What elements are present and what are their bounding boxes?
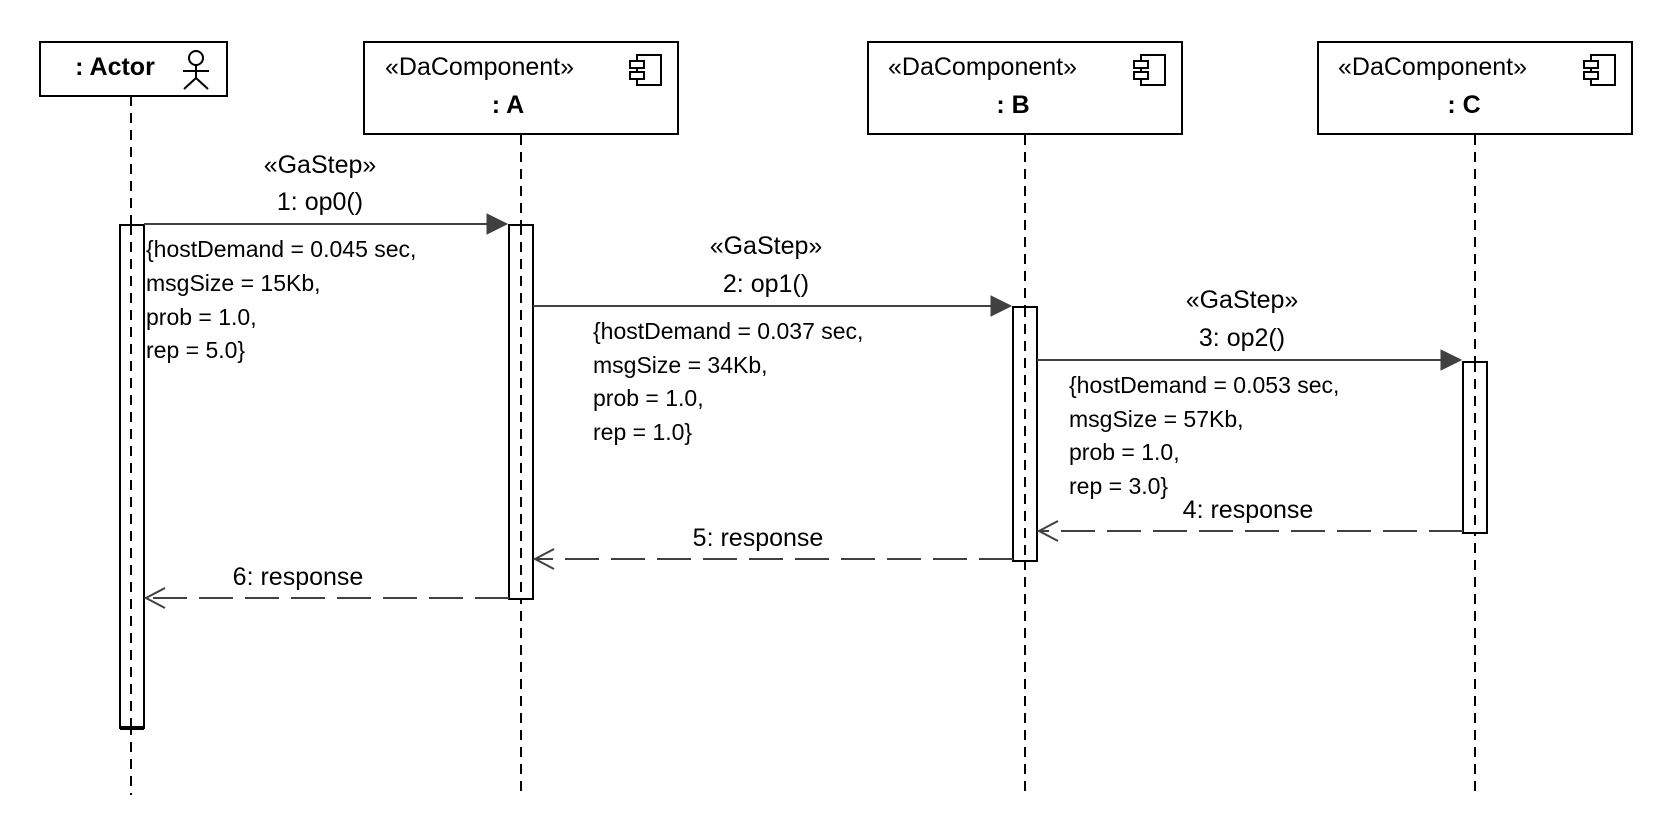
lifeline-head-c[interactable]: «DaComponent» : C [1317, 41, 1633, 135]
lifeline-head-b[interactable]: «DaComponent» : B [867, 41, 1183, 135]
annotation-line: prob = 1.0, [593, 385, 704, 411]
message-2-op1[interactable]: «GaStep» 2: op1() [533, 232, 1013, 317]
arrowhead-open-icon [532, 548, 555, 570]
a-name: : A [492, 91, 524, 119]
message-6-label: 6: response [233, 563, 364, 591]
message-2-annotation: {hostDemand = 0.037 sec, msgSize = 34Kb,… [593, 318, 863, 445]
message-5-response[interactable]: 5: response [532, 524, 1013, 570]
message-5-label: 5: response [693, 524, 824, 552]
lifeline-head-a[interactable]: «DaComponent» : A [363, 41, 679, 135]
annotation-line: msgSize = 34Kb, [593, 352, 768, 378]
stick-figure-icon [183, 50, 209, 90]
arrowhead-open-icon [1036, 520, 1059, 542]
annotation-line: {hostDemand = 0.053 sec, [1069, 372, 1339, 398]
message-4-label: 4: response [1183, 496, 1314, 524]
a-stereotype: «DaComponent» [385, 53, 574, 81]
b-name: : B [996, 91, 1029, 119]
message-4-response[interactable]: 4: response [1036, 496, 1463, 542]
arrowhead-filled-icon [990, 295, 1013, 317]
message-3-op2[interactable]: «GaStep» 3: op2() [1037, 286, 1463, 371]
annotation-line: msgSize = 57Kb, [1069, 406, 1244, 432]
annotation-line: rep = 1.0} [593, 419, 692, 445]
arrowhead-filled-icon [486, 213, 509, 235]
c-stereotype: «DaComponent» [1338, 53, 1527, 81]
lifeline-head-actor[interactable]: : Actor [39, 41, 228, 97]
message-2-stereotype: «GaStep» [710, 232, 823, 260]
message-1-op0[interactable]: «GaStep» 1: op0() [144, 151, 509, 235]
activation-c [1462, 361, 1488, 534]
annotation-line: rep = 5.0} [146, 337, 245, 363]
arrowhead-open-icon [143, 587, 166, 609]
annotation-line: msgSize = 15Kb, [146, 270, 321, 296]
activation-b [1012, 306, 1038, 562]
annotation-line: prob = 1.0, [1069, 439, 1180, 465]
component-icon [1133, 54, 1166, 86]
actor-name: : Actor [75, 53, 155, 81]
c-name: : C [1447, 91, 1480, 119]
message-3-stereotype: «GaStep» [1186, 286, 1299, 314]
component-icon [629, 54, 662, 86]
annotation-line: prob = 1.0, [146, 304, 257, 330]
b-stereotype: «DaComponent» [888, 53, 1077, 81]
message-1-stereotype: «GaStep» [264, 151, 377, 179]
message-1-annotation: {hostDemand = 0.045 sec, msgSize = 15Kb,… [146, 236, 416, 363]
annotation-line: rep = 3.0} [1069, 473, 1168, 499]
component-icon [1583, 54, 1616, 86]
message-6-response[interactable]: 6: response [143, 563, 509, 609]
message-1-label: 1: op0() [277, 188, 363, 216]
activation-a [508, 224, 534, 600]
arrowhead-filled-icon [1440, 349, 1463, 371]
message-3-annotation: {hostDemand = 0.053 sec, msgSize = 57Kb,… [1069, 372, 1339, 499]
annotation-line: {hostDemand = 0.045 sec, [146, 236, 416, 262]
activation-actor [119, 224, 145, 730]
message-2-label: 2: op1() [723, 270, 809, 298]
annotation-line: {hostDemand = 0.037 sec, [593, 318, 863, 344]
message-3-label: 3: op2() [1199, 324, 1285, 352]
